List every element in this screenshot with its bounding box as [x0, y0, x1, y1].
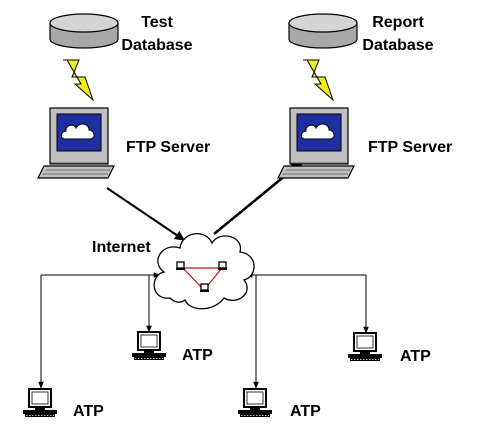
ftp-server-right-icon	[277, 107, 355, 179]
atp-mid-left-label: ATP	[182, 347, 213, 364]
atp-bottom-left-computer-icon	[22, 388, 58, 418]
atp-bottom-left-label: ATP	[73, 403, 104, 420]
report-database-label-line1: Report	[372, 14, 424, 31]
report-database-icon	[288, 13, 358, 49]
test-database-label-line1: Test	[141, 14, 173, 31]
lightning-bolt-icon	[62, 59, 94, 101]
lightning-bolt-icon	[302, 59, 334, 101]
computer-icon	[175, 261, 186, 271]
ftp-server-right-label: FTP Server	[368, 139, 452, 156]
test-database-label-line2: Database	[121, 37, 192, 54]
report-database-label-line2: Database	[362, 37, 433, 54]
ftp-server-left-icon	[37, 107, 115, 179]
atp-mid-right-label: ATP	[400, 348, 431, 365]
atp-mid-right-computer-icon	[347, 332, 383, 362]
computer-icon	[199, 283, 210, 293]
test-database-icon	[49, 13, 119, 49]
atp-bottom-center-computer-icon	[237, 388, 273, 418]
atp-bottom-center-label: ATP	[290, 403, 321, 420]
internet-cloud-icon	[153, 233, 255, 310]
atp-mid-left-computer-icon	[131, 331, 167, 361]
ftp-server-left-label: FTP Server	[126, 139, 210, 156]
computer-icon	[217, 261, 228, 271]
internet-label: Internet	[92, 239, 151, 256]
link-left-server-to-internet	[106, 187, 185, 241]
